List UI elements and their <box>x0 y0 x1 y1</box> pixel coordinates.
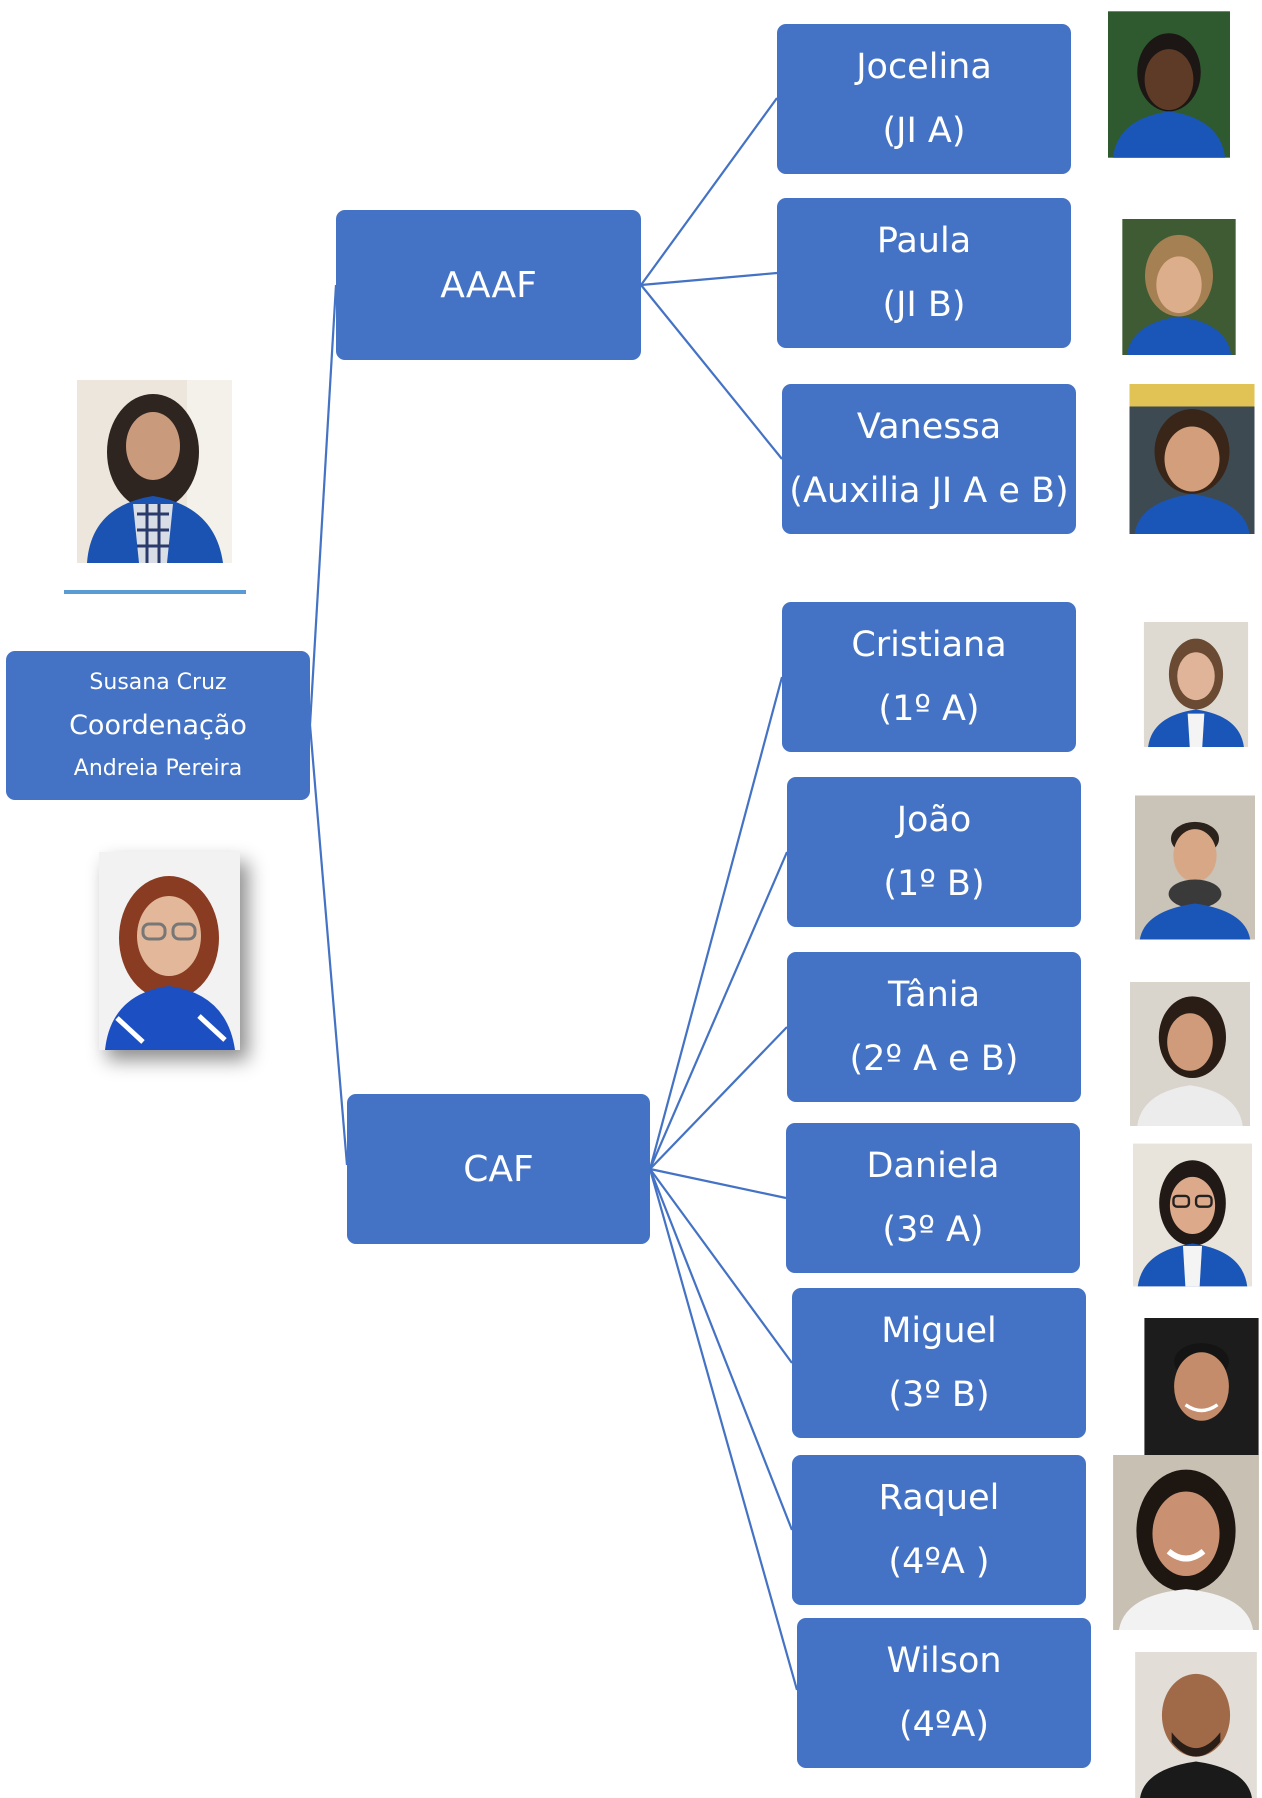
connector-caf-daniela <box>649 1167 787 1200</box>
member-name: Wilson <box>886 1641 1002 1681</box>
person-photo-icon <box>1122 219 1236 355</box>
member-box-jocelina: Jocelina (JI A) <box>777 24 1071 174</box>
member-box-raquel: Raquel (4ºA ) <box>792 1455 1086 1605</box>
member-class: (2º A e B) <box>849 1039 1019 1079</box>
member-class: (1º A) <box>878 689 980 729</box>
photo-cristiana <box>1137 622 1255 747</box>
connector-aaaf-vanessa <box>640 284 783 460</box>
person-photo-icon <box>1135 1652 1257 1798</box>
group-box-caf: CAF <box>347 1094 650 1244</box>
photo-miguel <box>1141 1318 1262 1455</box>
member-class: (4ºA ) <box>888 1542 990 1582</box>
person-photo-icon <box>1135 795 1255 940</box>
photo-vanessa <box>1128 384 1256 534</box>
member-box-wilson: Wilson (4ºA) <box>797 1618 1091 1768</box>
connector-caf-wilson <box>648 1168 799 1691</box>
member-box-joao: João (1º B) <box>787 777 1081 927</box>
person-photo-icon <box>1143 622 1249 747</box>
member-class: (JI A) <box>882 111 966 151</box>
photo-susana-cruz <box>77 380 232 563</box>
member-name: João <box>896 800 972 840</box>
person-photo-icon <box>1130 982 1250 1126</box>
member-name: Daniela <box>866 1146 1000 1186</box>
coordinator-name-bottom: Andreia Pereira <box>73 755 243 781</box>
connector-caf-miguel <box>649 1168 793 1364</box>
connector-caf-joao <box>648 851 789 1170</box>
connector-coord-aaaf <box>308 284 338 726</box>
member-box-daniela: Daniela (3º A) <box>786 1123 1080 1273</box>
group-label: CAF <box>463 1148 534 1190</box>
member-class: (1º B) <box>883 864 985 904</box>
member-box-paula: Paula (JI B) <box>777 198 1071 348</box>
photo-raquel <box>1110 1455 1262 1630</box>
photo-wilson <box>1130 1652 1262 1798</box>
coordinator-name-top: Susana Cruz <box>89 669 227 695</box>
person-photo-icon <box>77 380 232 563</box>
connector-caf-raquel <box>648 1168 794 1531</box>
photo-paula <box>1117 219 1241 355</box>
member-class: (3º A) <box>882 1210 984 1250</box>
member-class: (4ºA) <box>898 1705 989 1745</box>
connector-aaaf-jocelina <box>640 97 778 286</box>
photo-tania <box>1130 980 1250 1128</box>
member-name: Vanessa <box>856 407 1002 447</box>
member-box-cristiana: Cristiana (1º A) <box>782 602 1076 752</box>
person-photo-icon <box>99 852 240 1050</box>
connector-caf-cristiana <box>648 676 784 1170</box>
member-name: Paula <box>876 221 972 261</box>
person-photo-icon <box>1129 384 1255 534</box>
group-box-aaaf: AAAF <box>336 210 641 360</box>
photo-joao <box>1135 789 1255 946</box>
photo-underline <box>64 590 246 594</box>
member-class: (JI B) <box>882 285 966 325</box>
member-name: Tânia <box>887 975 981 1015</box>
person-photo-icon <box>1133 1143 1252 1287</box>
member-box-vanessa: Vanessa (Auxilia JI A e B) <box>782 384 1076 534</box>
member-name: Jocelina <box>856 47 992 87</box>
group-label: AAAF <box>440 264 537 306</box>
coordination-label: Coordenação <box>69 709 247 741</box>
photo-andreia-pereira <box>99 852 240 1050</box>
member-box-miguel: Miguel (3º B) <box>792 1288 1086 1438</box>
person-photo-icon <box>1113 1455 1259 1630</box>
member-name: Cristiana <box>851 625 1007 665</box>
member-class: (Auxilia JI A e B) <box>789 471 1069 511</box>
member-box-tania: Tânia (2º A e B) <box>787 952 1081 1102</box>
connector-coord-caf <box>308 724 349 1166</box>
coordination-box: Susana Cruz Coordenação Andreia Pereira <box>6 651 310 800</box>
photo-daniela <box>1133 1141 1252 1289</box>
photo-jocelina <box>1108 8 1230 161</box>
person-photo-icon <box>1144 1318 1259 1455</box>
member-class: (3º B) <box>888 1375 990 1415</box>
member-name: Raquel <box>878 1478 1000 1518</box>
connector-caf-tania <box>649 1026 788 1170</box>
person-photo-icon <box>1108 11 1230 158</box>
connector-aaaf-paula <box>640 271 778 287</box>
member-name: Miguel <box>881 1311 997 1351</box>
